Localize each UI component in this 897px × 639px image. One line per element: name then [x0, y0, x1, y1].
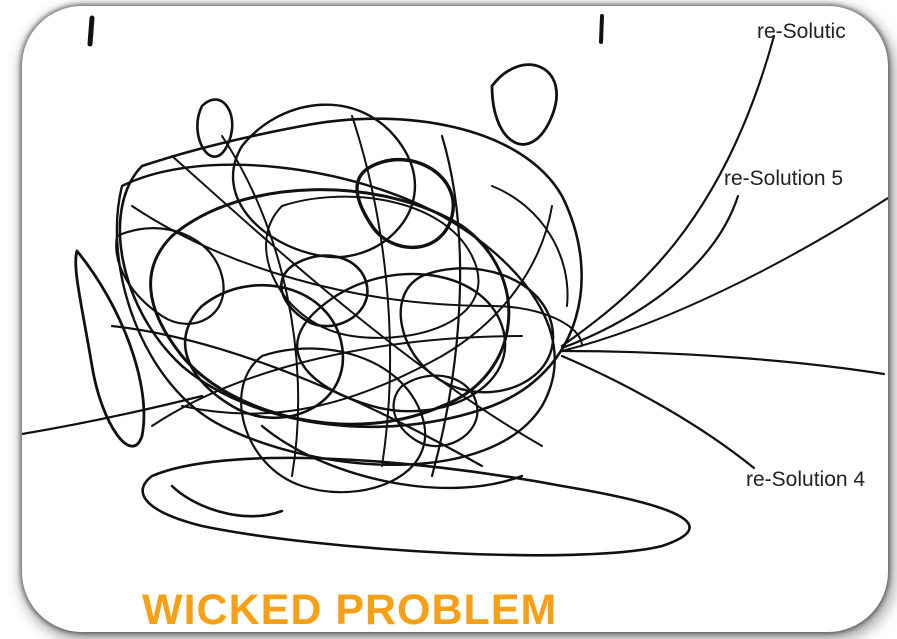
wicked-problem-tangle: [22, 6, 888, 632]
label-re-solution-4: re-Solution 4: [746, 468, 865, 492]
image-frame: re-Solutic re-Solution 5 r re-Solution 4…: [22, 6, 888, 632]
label-re-solution-5: re-Solution 5: [724, 167, 843, 191]
label-re-solution-top: re-Solutic: [757, 20, 846, 44]
wicked-problem-title: WICKED PROBLEM: [142, 586, 557, 632]
